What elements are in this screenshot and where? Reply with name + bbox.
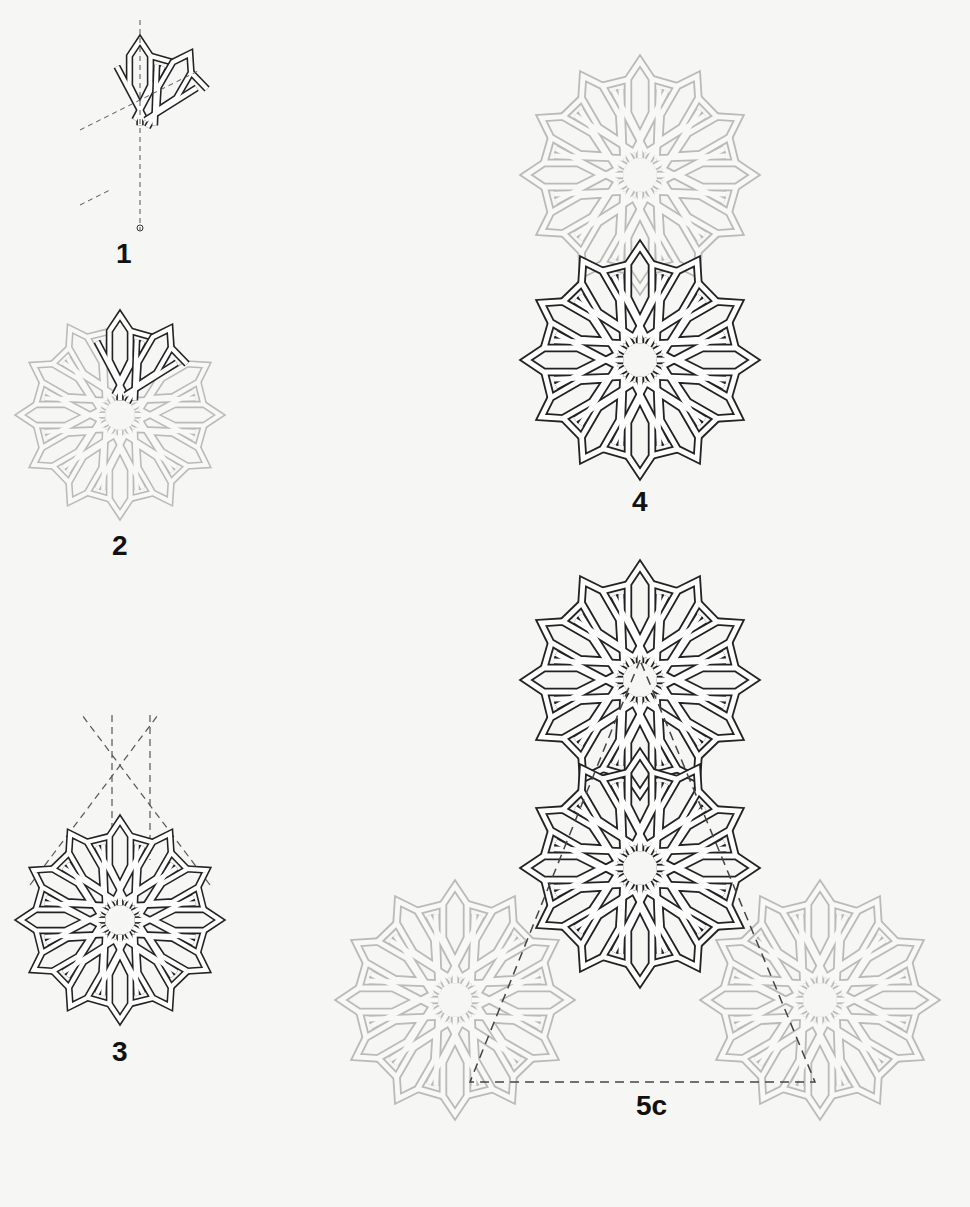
step-number: 2 (112, 532, 128, 560)
step-number: 3 (112, 1038, 128, 1066)
step-number: 1 (116, 240, 132, 268)
step-number: 4 (632, 488, 648, 516)
step-number: 5c (636, 1092, 667, 1120)
